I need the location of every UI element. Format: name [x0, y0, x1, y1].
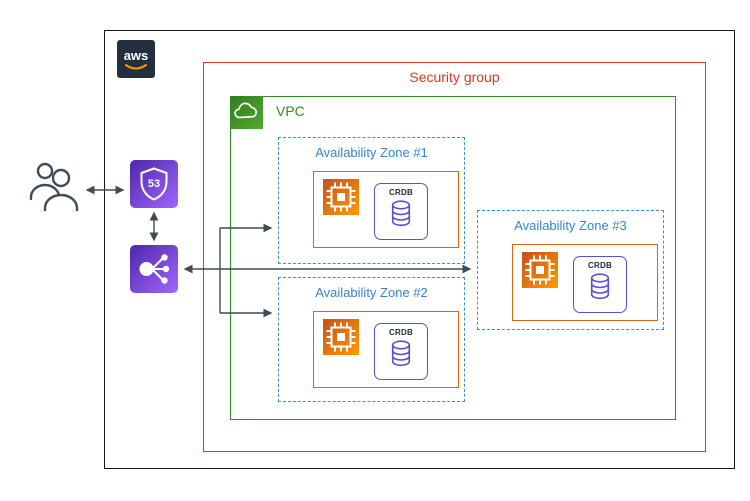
- instance-group-3: CRDB: [512, 244, 658, 321]
- security-group-boundary: Security group: [203, 62, 706, 452]
- ec2-instance-icon: [323, 319, 359, 355]
- users-icon: [26, 158, 82, 221]
- security-group-label: Security group: [409, 69, 500, 85]
- aws-logo-glyph: aws: [124, 48, 149, 70]
- vpc-boundary: [230, 96, 676, 420]
- chip-icon: [326, 182, 356, 212]
- shield-icon: 53: [140, 167, 168, 201]
- chip-icon: [326, 322, 356, 352]
- database-cylinder-icon: [391, 340, 411, 367]
- cloud-icon: [234, 102, 257, 119]
- load-balancer-glyph: [139, 254, 170, 284]
- crdb-label: CRDB: [389, 188, 413, 197]
- instance-group-1: CRDB: [313, 171, 459, 248]
- route53-icon: 53: [130, 160, 178, 208]
- database-cylinder-icon: [391, 200, 411, 227]
- availability-zone-3-label: Availability Zone #3: [514, 218, 627, 233]
- crdb-label: CRDB: [588, 261, 612, 270]
- aws-logo: aws: [117, 40, 155, 78]
- crdb-node: CRDB: [374, 183, 428, 240]
- vpc-icon: [230, 96, 263, 129]
- availability-zone-3: Availability Zone #3 CRDB: [477, 210, 664, 330]
- aws-logo-text: aws: [124, 48, 149, 63]
- ec2-instance-icon: [323, 179, 359, 215]
- crdb-label: CRDB: [389, 328, 413, 337]
- availability-zone-1: Availability Zone #1 CRDB: [278, 137, 465, 264]
- ec2-instance-icon: [522, 252, 558, 288]
- database-cylinder-icon: [590, 273, 610, 300]
- instance-group-2: CRDB: [313, 311, 459, 388]
- chip-icon: [525, 255, 555, 285]
- availability-zone-2-label: Availability Zone #2: [315, 285, 428, 300]
- availability-zone-2: Availability Zone #2 CRDB: [278, 277, 465, 402]
- crdb-node: CRDB: [573, 256, 627, 313]
- crdb-node: CRDB: [374, 323, 428, 380]
- aws-smile-icon: [125, 64, 147, 70]
- load-balancer-icon: [130, 245, 178, 293]
- route53-badge: 53: [148, 178, 160, 190]
- vpc-label: VPC: [276, 103, 305, 119]
- availability-zone-1-label: Availability Zone #1: [315, 145, 428, 160]
- aws-cloud-boundary: [104, 30, 735, 469]
